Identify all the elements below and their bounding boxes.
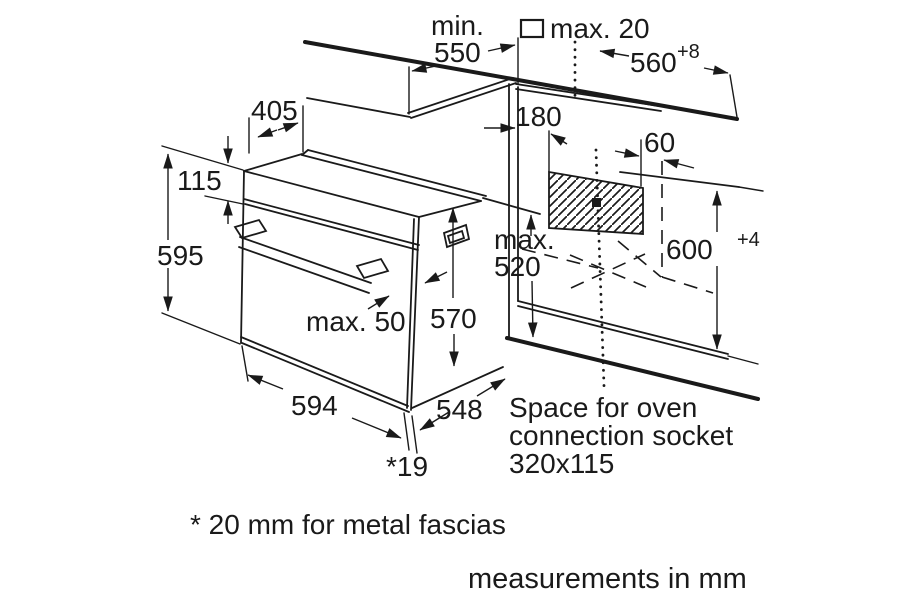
- socket-note-line1: Space for oven: [509, 392, 697, 423]
- footnote: * 20 mm for metal fascias: [190, 509, 506, 540]
- dim-oven-top-depth: 405: [251, 95, 298, 126]
- dim-niche-height-tolerance: +4: [737, 229, 760, 251]
- extension-lines: [161, 37, 738, 454]
- dim-body-height: 570: [430, 303, 477, 334]
- oven-handle: [233, 218, 390, 294]
- dim-panel-height: 115: [177, 165, 222, 196]
- dim-oven-depth: 548: [436, 394, 483, 425]
- dim-niche-width-tolerance: +8: [677, 41, 700, 63]
- dimension-arrows: [163, 43, 729, 439]
- oven-body: [233, 149, 504, 413]
- dim-inner-height-max-value: 520: [494, 251, 541, 282]
- dim-wall-clearance-max: max. 20: [550, 13, 650, 44]
- dim-niche-width-value: 560: [630, 47, 677, 78]
- units-note: measurements in mm: [468, 563, 747, 595]
- socket-note-line3: 320x115: [509, 448, 614, 479]
- dim-niche-depth-min-word: min.: [431, 10, 484, 41]
- socket-zone: [548, 40, 644, 388]
- dim-oven-height: 595: [157, 240, 204, 271]
- dim-niche-depth-min-value: 550: [434, 37, 481, 68]
- oven-vent: [442, 223, 471, 249]
- dim-socket-side-clearance: 60: [644, 127, 675, 158]
- dim-socket-offset: 180: [515, 101, 562, 132]
- niche-hidden-edges: [521, 161, 714, 294]
- socket-center-dot: [592, 198, 601, 207]
- dim-fascia-offset: *19: [386, 451, 428, 482]
- socket-dotted-axis-lower: [594, 148, 606, 388]
- dim-inner-height-max-word: max.: [494, 224, 555, 255]
- worktop-and-wall: [303, 40, 739, 121]
- socket-note-line2: connection socket: [509, 420, 733, 451]
- dim-niche-height-value: 600: [666, 234, 713, 265]
- square-outline-icon: [519, 18, 545, 39]
- dim-handle-depth-max: max. 50: [306, 306, 406, 337]
- dim-oven-width: 594: [291, 390, 338, 421]
